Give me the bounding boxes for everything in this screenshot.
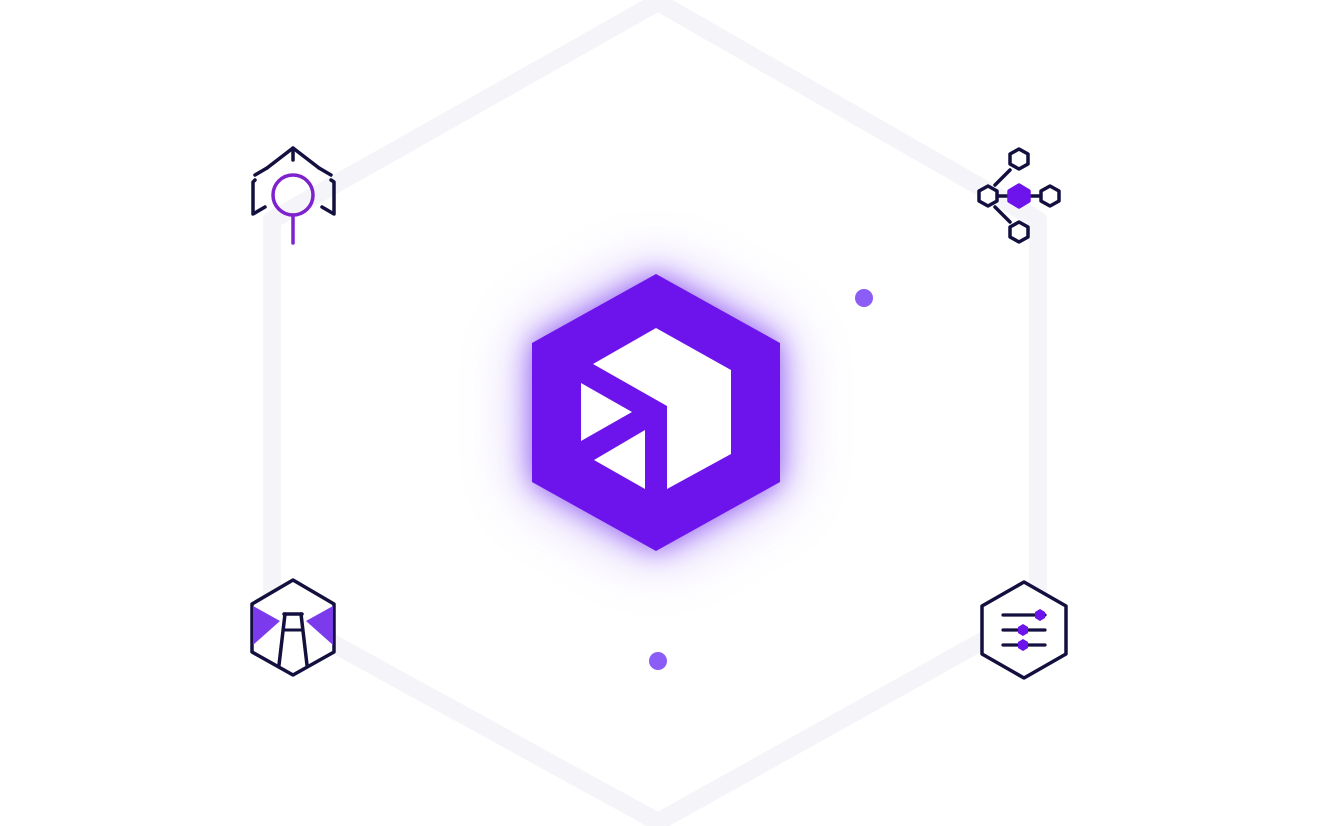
dot-bottom-center xyxy=(649,652,667,670)
hexagon-sliders-icon xyxy=(980,580,1068,680)
background-hexagon-outline xyxy=(263,0,1047,826)
hexagon-network-icon xyxy=(977,147,1061,244)
hexagon-lighthouse-icon xyxy=(250,578,336,677)
hexagon-cube-logo-icon xyxy=(532,274,780,551)
hexagon-magnifier-icon xyxy=(251,146,336,245)
dot-upper-right xyxy=(855,289,873,307)
